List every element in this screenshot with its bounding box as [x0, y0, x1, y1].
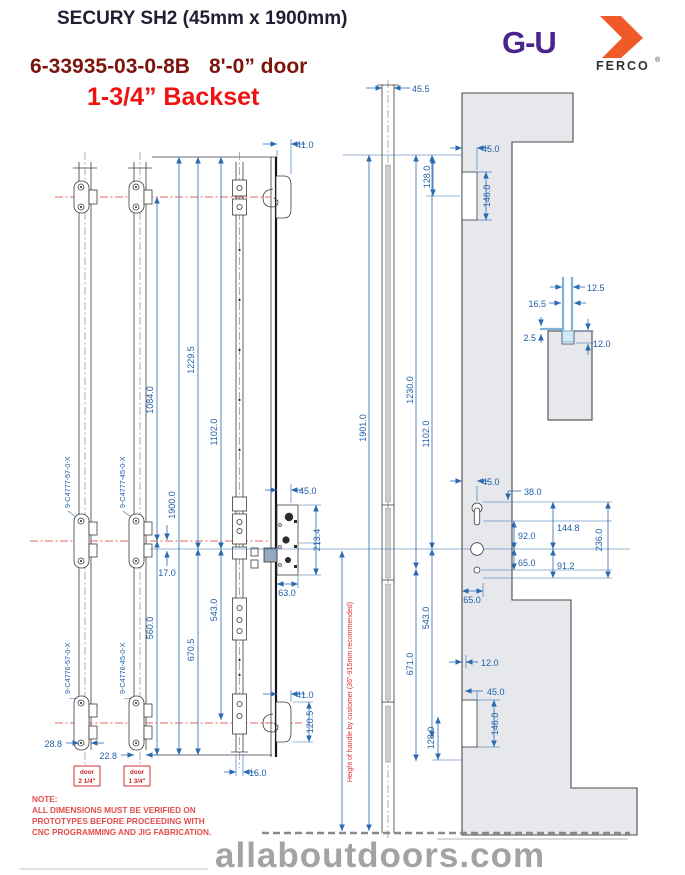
note-line: ALL DIMENSIONS MUST BE VERIFIED ON	[32, 806, 196, 815]
lock-side-view: 41.0 45.0 213.4 63.0 41.0 120.5 16.0	[224, 139, 322, 778]
dim-label: 1900.0	[167, 491, 177, 519]
part-label: 9-C4777-57-0-X	[63, 456, 72, 508]
dim-label: 213.4	[312, 529, 322, 552]
dim-label: 41.0	[296, 140, 314, 150]
part-label: 9-C4777-45-0-X	[118, 456, 127, 508]
dim-label: 1102.0	[209, 419, 219, 446]
dim-label: 144.8	[557, 523, 580, 533]
dim-label: 670.5	[186, 639, 196, 662]
keeper-mid-left	[73, 513, 98, 569]
dim-label: 45.0	[487, 687, 505, 697]
door-panel	[461, 92, 638, 836]
part-label: 9-C4776-57-0-X	[63, 642, 72, 694]
dim-label: 16.0	[249, 768, 267, 778]
handle-cutouts	[470, 502, 484, 574]
keeper-top-left	[73, 180, 98, 214]
door-tag-right: door 1 3/4"	[123, 765, 151, 787]
ferco-logo: FERCO ®	[596, 16, 661, 73]
dim-label: 146.0	[490, 713, 500, 736]
dim-label: 560.0	[145, 617, 155, 640]
dim-label: 12.5	[587, 283, 605, 293]
note-heading: NOTE:	[32, 795, 57, 804]
gu-logo: G-U	[502, 25, 557, 60]
lock-case	[250, 504, 299, 576]
extrusion-detail-view: 12.5 16.5 2.5 12.0	[523, 277, 611, 421]
keeper-top-right	[128, 180, 153, 214]
ferco-arrow-icon	[600, 16, 643, 58]
dim-label: 1229.5	[186, 346, 196, 374]
gu-logo-text: G-U	[502, 25, 556, 60]
door-profile-view: 45.5 1901.0 1230.0 671.0 1102.0 543.0 He…	[150, 80, 638, 840]
dim-label: 543.0	[209, 599, 219, 622]
dim-label: 65.0	[463, 595, 481, 605]
dim-label: 41.0	[296, 690, 314, 700]
dim-label: 128.0	[426, 727, 436, 750]
door-tag-line1: door	[130, 769, 145, 776]
dim-label: 92.0	[518, 531, 536, 541]
keeper-bottom-left	[73, 695, 98, 751]
dim-label: 45.0	[299, 486, 317, 496]
dim-label: 12.0	[593, 339, 611, 349]
dim-label: 65.0	[518, 558, 536, 568]
door-tag-line2: 2 1/4"	[79, 778, 96, 785]
keeper-rails-view: 9-C4777-57-0-X 9-C4777-45-0-X 9-C4776-57…	[30, 152, 302, 787]
ferco-logo-text: FERCO	[596, 59, 650, 73]
part-label: 9-C4776-45-0-X	[118, 642, 127, 694]
dim-label: 45.0	[482, 144, 500, 154]
dim-label: 2.5	[523, 333, 536, 343]
model-number: 6-33935-03-0-8B	[30, 55, 190, 78]
door-tag-line2: 1 3/4"	[129, 778, 146, 785]
backset-label: 1-3/4” Backset	[87, 83, 260, 111]
hook-bolt-top	[262, 175, 292, 219]
note-line: CNC PROGRAMMING AND JIG FABRICATION.	[32, 828, 211, 837]
dim-label: 45.0	[482, 477, 500, 487]
door-tag-line1: door	[80, 769, 95, 776]
dim-label: 22.8	[99, 751, 117, 761]
door-size: 8'-0” door	[209, 55, 307, 78]
keeper-bottom-right	[128, 695, 153, 751]
handle-height-note: Height of handle by customer (36"-915mm …	[347, 602, 354, 782]
registered-mark: ®	[655, 56, 661, 64]
dim-label: 671.0	[405, 653, 415, 676]
dim-label: 120.5	[305, 711, 315, 734]
dim-label: 63.0	[278, 588, 296, 598]
door-tag-left: door 2 1/4"	[73, 765, 101, 787]
dim-label: 16.5	[528, 299, 546, 309]
dim-label: 1901.0	[358, 414, 368, 442]
header: SECURY SH2 (45mm x 1900mm) 6-33935-03-0-…	[30, 8, 347, 111]
dim-label: 12.0	[481, 658, 499, 668]
dim-label: 1230.0	[405, 376, 415, 404]
latch-bolt	[263, 547, 278, 563]
dim-label: 1102.0	[421, 421, 431, 448]
dim-label: 45.5	[412, 84, 430, 94]
dim-label: 128.0	[422, 166, 432, 189]
dim-label: 146.0	[482, 185, 492, 208]
page-title: SECURY SH2 (45mm x 1900mm)	[57, 8, 347, 29]
dim-label: 28.8	[44, 739, 62, 749]
dim-label: 236.0	[594, 529, 604, 552]
note-block: NOTE: ALL DIMENSIONS MUST BE VERIFIED ON…	[32, 795, 211, 837]
watermark: allaboutdoors.com	[215, 836, 545, 875]
note-line: PROTOTYPES BEFORE PROCEEDING WITH	[32, 817, 205, 826]
dim-label: 17.0	[158, 568, 176, 578]
hook-bolt-bottom	[262, 701, 292, 743]
dim-label: 543.0	[421, 607, 431, 630]
dim-label: 1084.0	[145, 386, 155, 414]
dim-label: 91.2	[557, 561, 575, 571]
keeper-mid-right	[128, 513, 153, 569]
dim-label: 38.0	[524, 487, 542, 497]
